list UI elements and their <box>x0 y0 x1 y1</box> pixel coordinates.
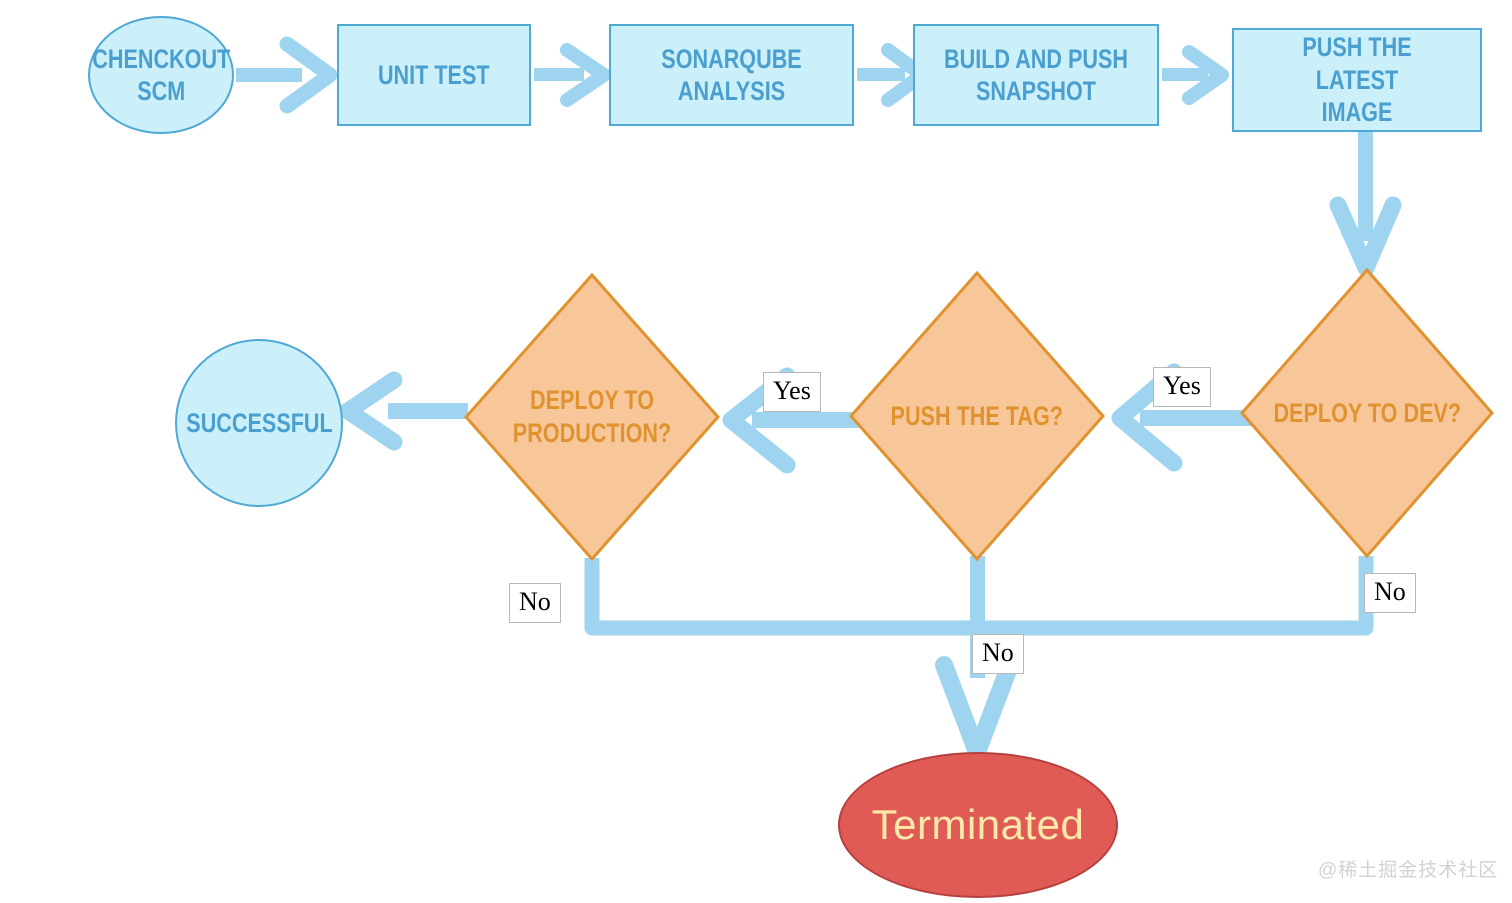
node-successful-label: SUCCESSFUL <box>185 407 333 438</box>
node-terminated[interactable]: Terminated <box>838 752 1118 898</box>
node-checkout-scm[interactable]: CHENCKOUT SCM <box>88 16 234 134</box>
edge-deploy-prod-to-successful <box>339 371 468 451</box>
edge-deploy-prod-no <box>584 558 977 636</box>
node-unit-test[interactable]: UNIT TEST <box>337 24 531 126</box>
edge-label-deploy-prod-no: No <box>509 583 561 623</box>
node-sonarqube-analysis-label: SONARQUBE ANALYSIS <box>661 43 802 106</box>
node-build-and-push-snapshot-label: BUILD AND PUSH SNAPSHOT <box>943 43 1128 106</box>
watermark: @稀土掘金技术社区 <box>1318 860 1499 881</box>
node-successful[interactable]: SUCCESSFUL <box>175 339 343 507</box>
edge-unit-test-to-sonarqube <box>534 43 611 107</box>
node-unit-test-label: UNIT TEST <box>378 59 490 90</box>
node-push-the-latest-image-label: PUSH THE LATEST IMAGE <box>1302 32 1412 128</box>
node-deploy-to-dev-label: DEPLOY TO DEV? <box>1273 397 1461 428</box>
deploy-to-dev-diamond-shape <box>1240 268 1494 558</box>
node-deploy-to-production-label: DEPLOY TO PRODUCTION? <box>512 385 672 448</box>
push-the-tag-diamond-shape <box>849 271 1105 561</box>
node-terminated-label: Terminated <box>871 801 1085 848</box>
node-push-the-tag[interactable]: PUSH THE TAG? <box>849 271 1105 561</box>
edge-deploy-dev-no <box>977 556 1374 636</box>
edge-checkout-to-unit-test <box>236 36 338 114</box>
node-checkout-scm-label: CHENCKOUT SCM <box>92 43 230 106</box>
edge-label-deploy-dev-no: No <box>1364 573 1416 613</box>
edge-label-deploy-dev-yes: Yes <box>1153 367 1211 407</box>
edge-label-push-tag-yes: Yes <box>763 372 821 412</box>
node-deploy-to-dev[interactable]: DEPLOY TO DEV? <box>1240 268 1494 558</box>
node-push-the-latest-image[interactable]: PUSH THE LATEST IMAGE <box>1232 28 1482 132</box>
node-sonarqube-analysis[interactable]: SONARQUBE ANALYSIS <box>609 24 854 126</box>
edge-push-latest-to-deploy-dev <box>1329 131 1402 277</box>
edge-label-push-tag-no: No <box>972 634 1024 674</box>
edge-build-push-to-push-latest <box>1162 45 1229 105</box>
node-build-and-push-snapshot[interactable]: BUILD AND PUSH SNAPSHOT <box>913 24 1159 126</box>
node-push-the-tag-label: PUSH THE TAG? <box>890 400 1064 431</box>
deploy-to-production-diamond-shape <box>464 273 720 561</box>
node-deploy-to-production[interactable]: DEPLOY TO PRODUCTION? <box>464 273 720 561</box>
